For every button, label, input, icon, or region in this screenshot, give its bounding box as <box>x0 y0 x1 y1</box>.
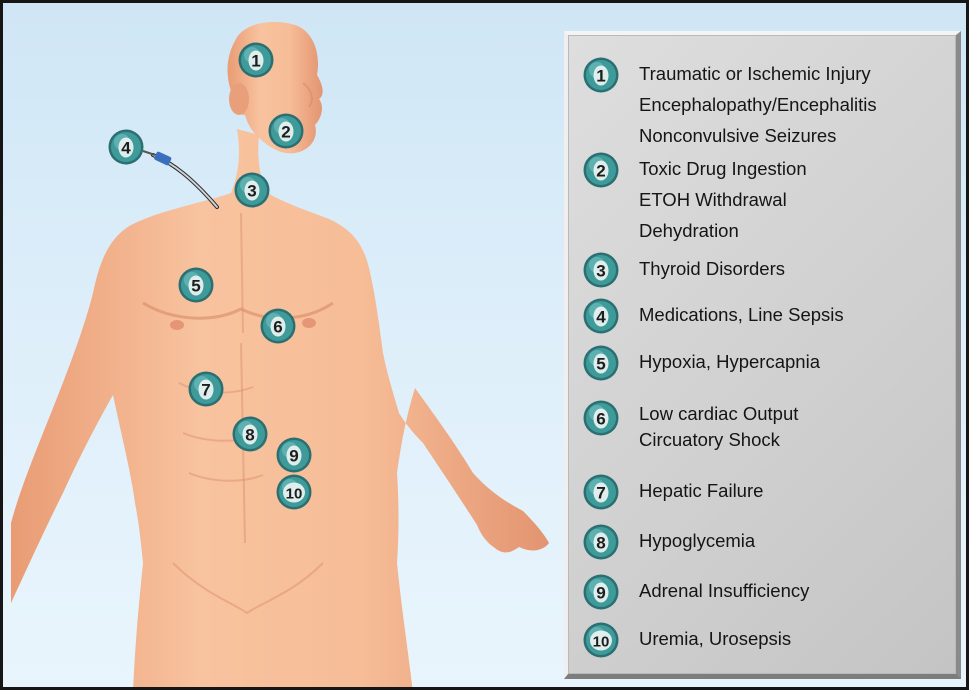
badge-number: 6 <box>273 318 282 337</box>
badge-number: 3 <box>247 182 256 201</box>
legend-number-badge: 3 <box>582 251 620 289</box>
figure-marker-9: 9 <box>275 436 313 474</box>
figure-marker-5: 5 <box>177 266 215 304</box>
legend-text: Medications, Line Sepsis <box>639 299 959 330</box>
legend-number-badge: 10 <box>582 621 620 659</box>
badge-number: 9 <box>289 447 298 466</box>
legend-text: Hypoglycemia <box>639 525 959 556</box>
legend-line: Thyroid Disorders <box>639 253 959 284</box>
iv-catheter-illustration <box>143 151 217 207</box>
legend-line: Traumatic or Ischemic Injury <box>639 58 959 89</box>
badge-number: 8 <box>245 426 254 445</box>
badge-number: 1 <box>596 67 605 86</box>
legend-line: Hypoxia, Hypercapnia <box>639 346 959 377</box>
legend-text: Thyroid Disorders <box>639 253 959 284</box>
legend-text: Hypoxia, Hypercapnia <box>639 346 959 377</box>
badge-number: 5 <box>596 355 605 374</box>
legend-line: Uremia, Urosepsis <box>639 623 959 654</box>
legend-line: Medications, Line Sepsis <box>639 299 959 330</box>
figure-marker-2: 2 <box>267 112 305 150</box>
badge-number: 9 <box>596 584 605 603</box>
legend-line: Nonconvulsive Seizures <box>639 120 959 151</box>
figure-marker-7: 7 <box>187 370 225 408</box>
figure-marker-4: 4 <box>107 128 145 166</box>
legend-line: Hypoglycemia <box>639 525 959 556</box>
badge-number: 4 <box>596 308 606 327</box>
figure-marker-1: 1 <box>237 41 275 79</box>
badge-number: 6 <box>596 410 605 429</box>
legend-line: Encephalopathy/Encephalitis <box>639 89 959 120</box>
badge-number: 3 <box>596 262 605 281</box>
badge-number: 5 <box>191 277 200 296</box>
legend-line: Low cardiac Output <box>639 401 959 427</box>
legend-line: Circuatory Shock <box>639 427 959 453</box>
badge-number: 4 <box>121 139 131 158</box>
legend-line: Dehydration <box>639 215 959 246</box>
figure-marker-6: 6 <box>259 307 297 345</box>
legend-number-badge: 4 <box>582 297 620 335</box>
figure-marker-3: 3 <box>233 171 271 209</box>
legend-line: Toxic Drug Ingestion <box>639 153 959 184</box>
legend-number-badge: 9 <box>582 573 620 611</box>
badge-number: 8 <box>596 534 605 553</box>
legend-text: Adrenal Insufficiency <box>639 575 959 606</box>
badge-number: 1 <box>251 52 260 71</box>
badge-number: 2 <box>596 162 605 181</box>
legend-number-badge: 5 <box>582 344 620 382</box>
legend-number-badge: 7 <box>582 473 620 511</box>
figure-marker-10: 10 <box>275 473 313 511</box>
figure-marker-8: 8 <box>231 415 269 453</box>
legend-text: Uremia, Urosepsis <box>639 623 959 654</box>
legend-text: Hepatic Failure <box>639 475 959 506</box>
badge-number: 7 <box>596 484 605 503</box>
badge-number: 2 <box>281 123 290 142</box>
legend-number-badge: 2 <box>582 151 620 189</box>
legend-line: Hepatic Failure <box>639 475 959 506</box>
legend-line: Adrenal Insufficiency <box>639 575 959 606</box>
badge-number: 10 <box>593 634 610 651</box>
legend-number-badge: 8 <box>582 523 620 561</box>
legend-line: ETOH Withdrawal <box>639 184 959 215</box>
legend-number-badge: 1 <box>582 56 620 94</box>
legend-number-badge: 6 <box>582 399 620 437</box>
badge-number: 10 <box>286 486 303 503</box>
badge-number: 7 <box>201 381 210 400</box>
